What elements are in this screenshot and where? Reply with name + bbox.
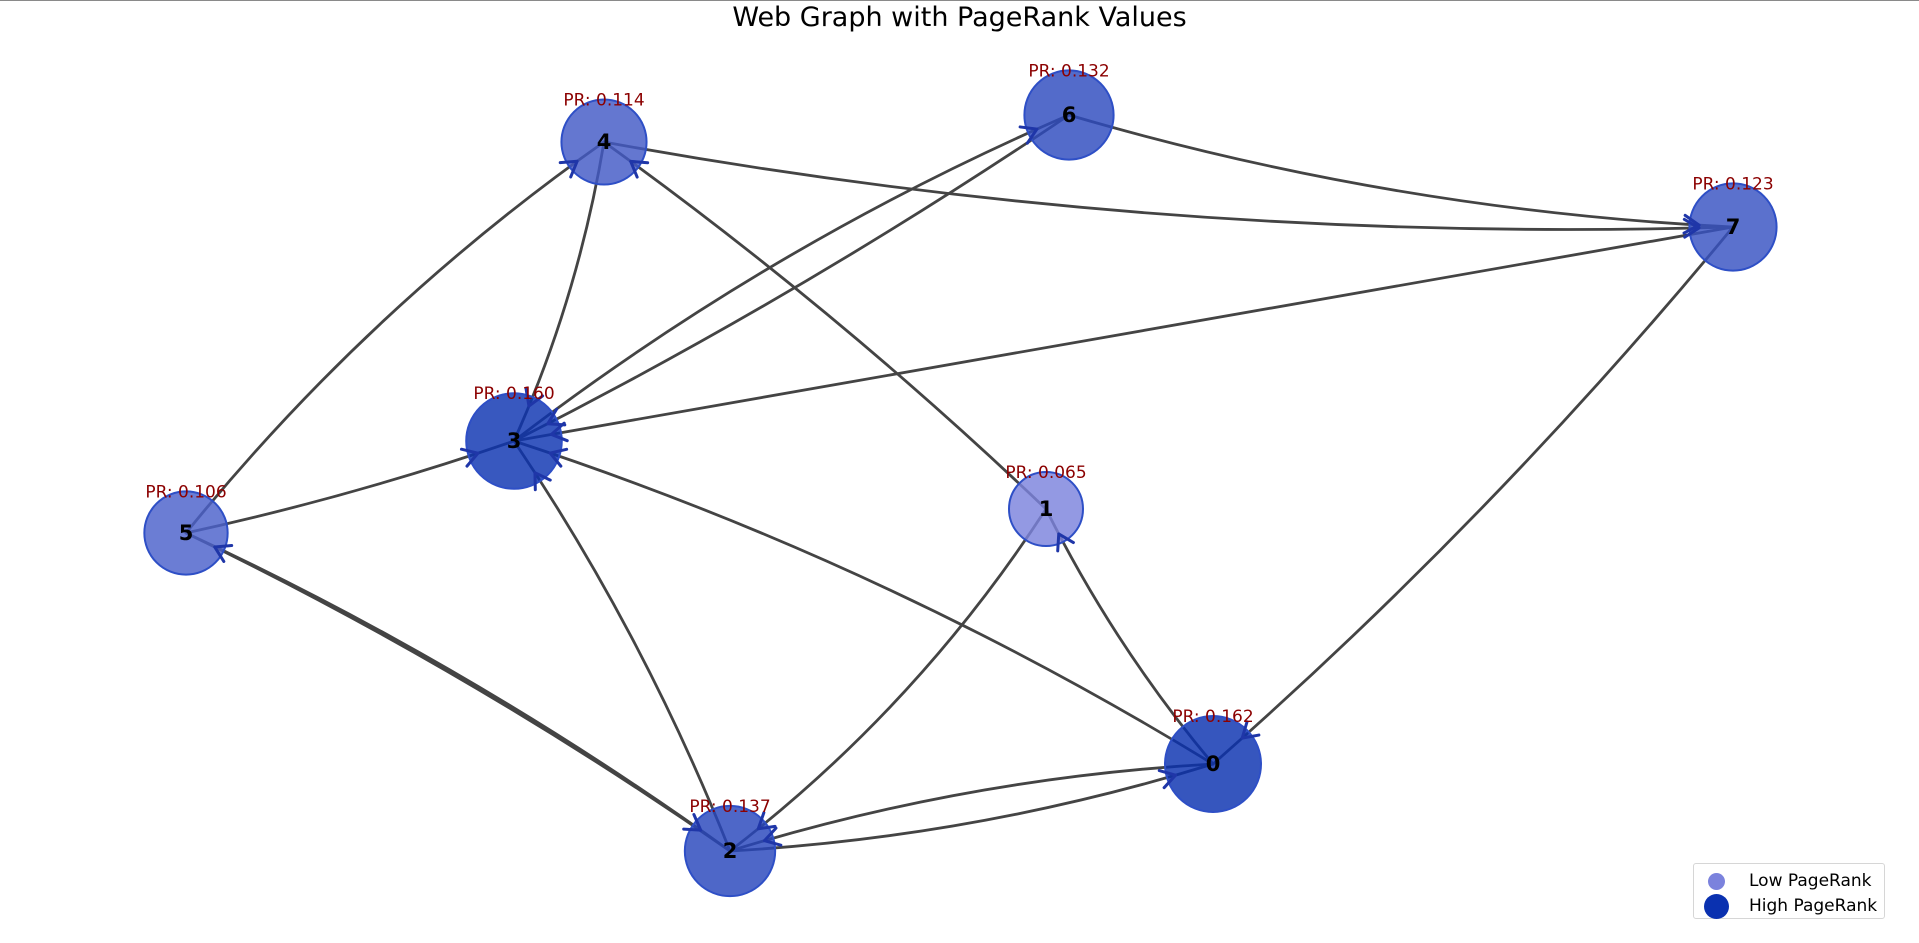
node-0[interactable] <box>1164 715 1262 813</box>
edge-0-to-3 <box>512 439 1215 766</box>
edge-1-to-4 <box>602 140 1048 511</box>
low-pagerank-marker-icon <box>1708 872 1725 890</box>
node-label-7: 7 <box>1726 215 1741 239</box>
arrowhead-6-to-3 <box>546 407 567 427</box>
pagerank-label-6: PR: 0.132 <box>1028 61 1109 81</box>
node-label-0: 0 <box>1206 752 1221 776</box>
node-label-1: 1 <box>1039 497 1054 521</box>
node-label-6: 6 <box>1062 103 1077 127</box>
legend: Low PageRank High PageRank <box>1693 863 1885 919</box>
legend-label-low: Low PageRank <box>1749 871 1872 891</box>
edge-5-to-3 <box>184 439 516 535</box>
edge-0-to-2 <box>728 762 1215 853</box>
arrowhead-7-to-3 <box>549 421 569 443</box>
arrowhead-3-to-6 <box>1018 125 1039 145</box>
labels-layer: 0 PR: 0.162 1 PR: 0.065 2 PR: 0.137 3 PR: 0.160… <box>145 61 1773 863</box>
node-2[interactable] <box>683 804 777 898</box>
legend-label-high: High PageRank <box>1749 896 1878 916</box>
pagerank-label-0: PR: 0.162 <box>1172 707 1253 727</box>
arrowhead-2-to-3 <box>533 471 552 492</box>
edge-5-to-2 <box>184 531 732 853</box>
arrowheads-layer <box>213 125 1701 847</box>
arrowhead-4-to-3 <box>524 387 545 408</box>
edge-4-to-7 <box>602 140 1735 231</box>
node-7[interactable] <box>1688 182 1778 272</box>
edge-3-to-6 <box>512 113 1071 443</box>
arrowhead-7-to-0 <box>1240 720 1261 740</box>
arrowhead-4-to-7 <box>1682 217 1701 239</box>
edge-6-to-3 <box>512 113 1071 443</box>
node-label-4: 4 <box>597 130 612 154</box>
graph-title: Web Graph with PageRank Values <box>732 2 1187 33</box>
nodes-layer <box>143 69 1778 898</box>
arrowhead-2-to-5 <box>213 543 234 563</box>
arrowhead-5-to-3 <box>459 447 480 468</box>
pagerank-label-7: PR: 0.123 <box>1692 174 1773 194</box>
pagerank-label-4: PR: 0.114 <box>563 90 644 110</box>
arrowhead-0-to-1 <box>1056 532 1075 553</box>
arrowhead-1-to-4 <box>629 159 650 179</box>
edge-2-to-5 <box>184 531 732 853</box>
node-5[interactable] <box>143 490 229 576</box>
edge-2-to-3 <box>512 439 732 853</box>
edge-6-to-7 <box>1067 113 1735 229</box>
node-1[interactable] <box>1008 471 1084 547</box>
arrowhead-1-to-2 <box>756 811 777 831</box>
pagerank-label-2: PR: 0.137 <box>689 797 770 817</box>
edges-layer <box>184 113 1735 853</box>
arrowhead-2-to-0 <box>1157 769 1178 790</box>
pagerank-label-1: PR: 0.065 <box>1005 463 1086 483</box>
edge-2-to-0 <box>728 762 1215 853</box>
high-pagerank-marker-icon <box>1704 893 1729 919</box>
node-4[interactable] <box>560 98 648 186</box>
node-3[interactable] <box>465 392 563 490</box>
arrowhead-5-to-4 <box>558 159 579 179</box>
node-6[interactable] <box>1023 69 1115 161</box>
edge-7-to-0 <box>1211 225 1735 766</box>
arrowhead-6-to-7 <box>1682 213 1701 235</box>
top-divider <box>0 0 1919 1</box>
edge-1-to-2 <box>728 507 1048 853</box>
edge-7-to-3 <box>512 225 1735 443</box>
node-label-5: 5 <box>179 521 194 545</box>
arrowhead-0-to-3 <box>548 447 569 468</box>
arrowhead-5-to-2 <box>682 813 703 832</box>
pagerank-label-5: PR: 0.106 <box>145 482 226 502</box>
pagerank-label-3: PR: 0.160 <box>473 384 554 404</box>
node-label-2: 2 <box>723 839 738 863</box>
edge-5-to-4 <box>184 140 606 535</box>
node-label-3: 3 <box>507 429 522 453</box>
arrowhead-0-to-2 <box>762 826 783 847</box>
